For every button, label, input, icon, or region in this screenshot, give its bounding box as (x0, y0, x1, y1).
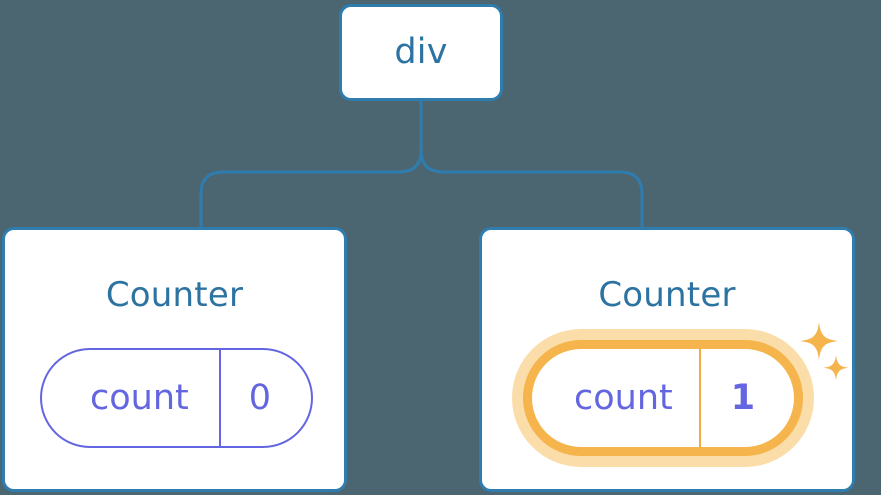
state-pill-right-glow: count 1 (512, 329, 814, 467)
node-counter-right-label: Counter (598, 275, 736, 315)
state-pill-right-ring: count 1 (523, 340, 803, 456)
state-pill-right-value: 1 (698, 349, 799, 447)
state-pill-left-key: count (90, 377, 189, 418)
state-pill-right[interactable]: count 1 (512, 329, 814, 467)
state-pill-left[interactable]: count 0 (40, 348, 313, 448)
state-pill-left-body: count 0 (40, 348, 313, 448)
state-pill-right-body: count 1 (532, 349, 794, 447)
node-root-label: div (394, 32, 448, 72)
node-root-div[interactable]: div (339, 4, 503, 101)
state-pill-right-key: count (574, 377, 673, 418)
state-pill-left-value: 0 (218, 350, 315, 446)
node-counter-left-label: Counter (105, 275, 244, 315)
